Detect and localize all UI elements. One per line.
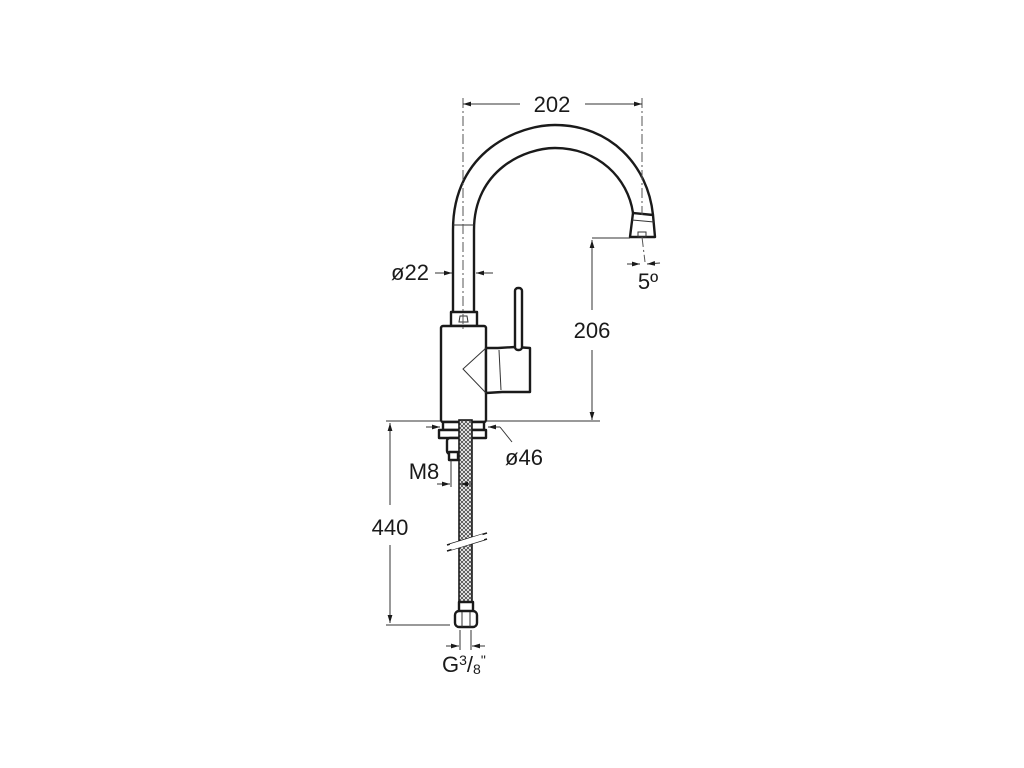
fixing-thread-label: M8: [409, 459, 440, 484]
spout-height-label: 206: [574, 318, 611, 343]
dimension-tube-diameter: ø22: [391, 260, 493, 285]
spout-reach-label: 202: [534, 92, 571, 117]
dimension-spout-reach: 202: [463, 92, 642, 117]
dimension-hose-length: 440: [372, 420, 450, 626]
dimension-spout-height: 206: [486, 237, 630, 422]
dimension-base-diameter: ø46: [426, 424, 543, 470]
dimension-fixing-thread: M8: [409, 459, 471, 487]
hose-connector-label: G3/8": [442, 652, 486, 677]
hose-length-label: 440: [372, 515, 409, 540]
faucet-outline: [437, 123, 657, 629]
dimension-spout-angle: 5º: [627, 260, 661, 294]
spout-angle-label: 5º: [638, 269, 658, 294]
tube-diameter-label: ø22: [391, 260, 429, 285]
center-lines: [462, 98, 646, 330]
base-diameter-label: ø46: [505, 445, 543, 470]
dimension-hose-connector: G3/8": [442, 630, 486, 677]
